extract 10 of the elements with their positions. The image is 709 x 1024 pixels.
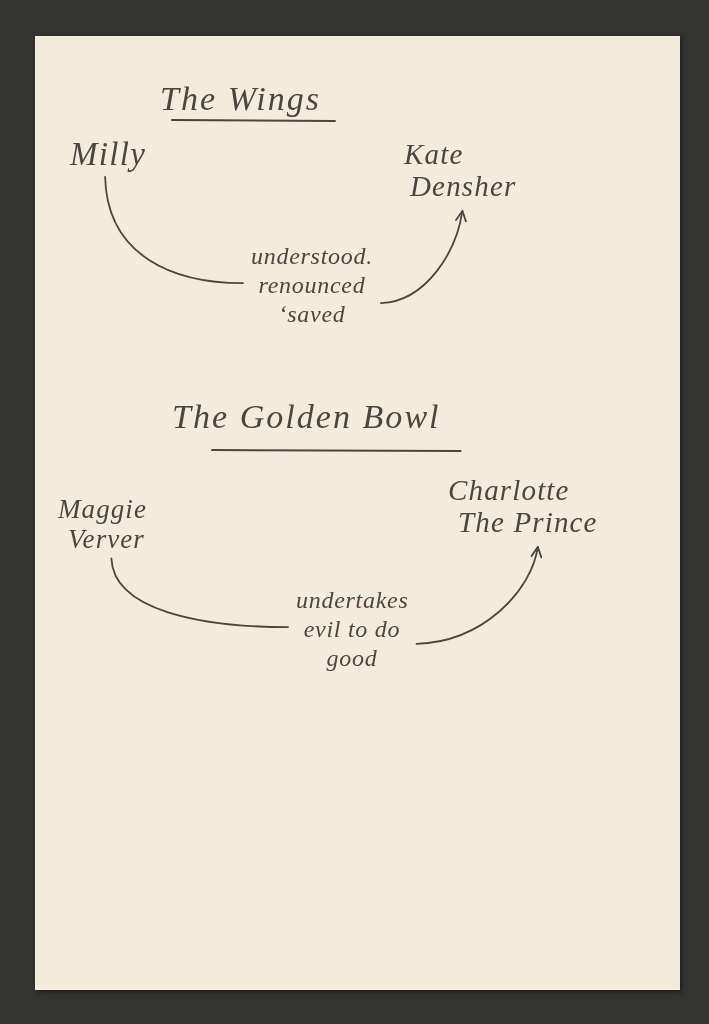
handwritten-names: Charlotte The Prince [448, 474, 598, 539]
heading: The Wings [160, 80, 321, 118]
curved-arrow [110, 546, 542, 645]
edge-label: undertakes evil to do good [296, 586, 408, 673]
edge-label: understood. renounced ‘saved [250, 242, 374, 329]
handwritten-names: Maggie Verver [58, 494, 147, 555]
curved-arrow [104, 176, 467, 305]
handwritten-names: Kate Densher [404, 138, 517, 203]
heading: The Golden Bowl [172, 398, 441, 436]
handwritten-name: Milly [70, 136, 147, 173]
